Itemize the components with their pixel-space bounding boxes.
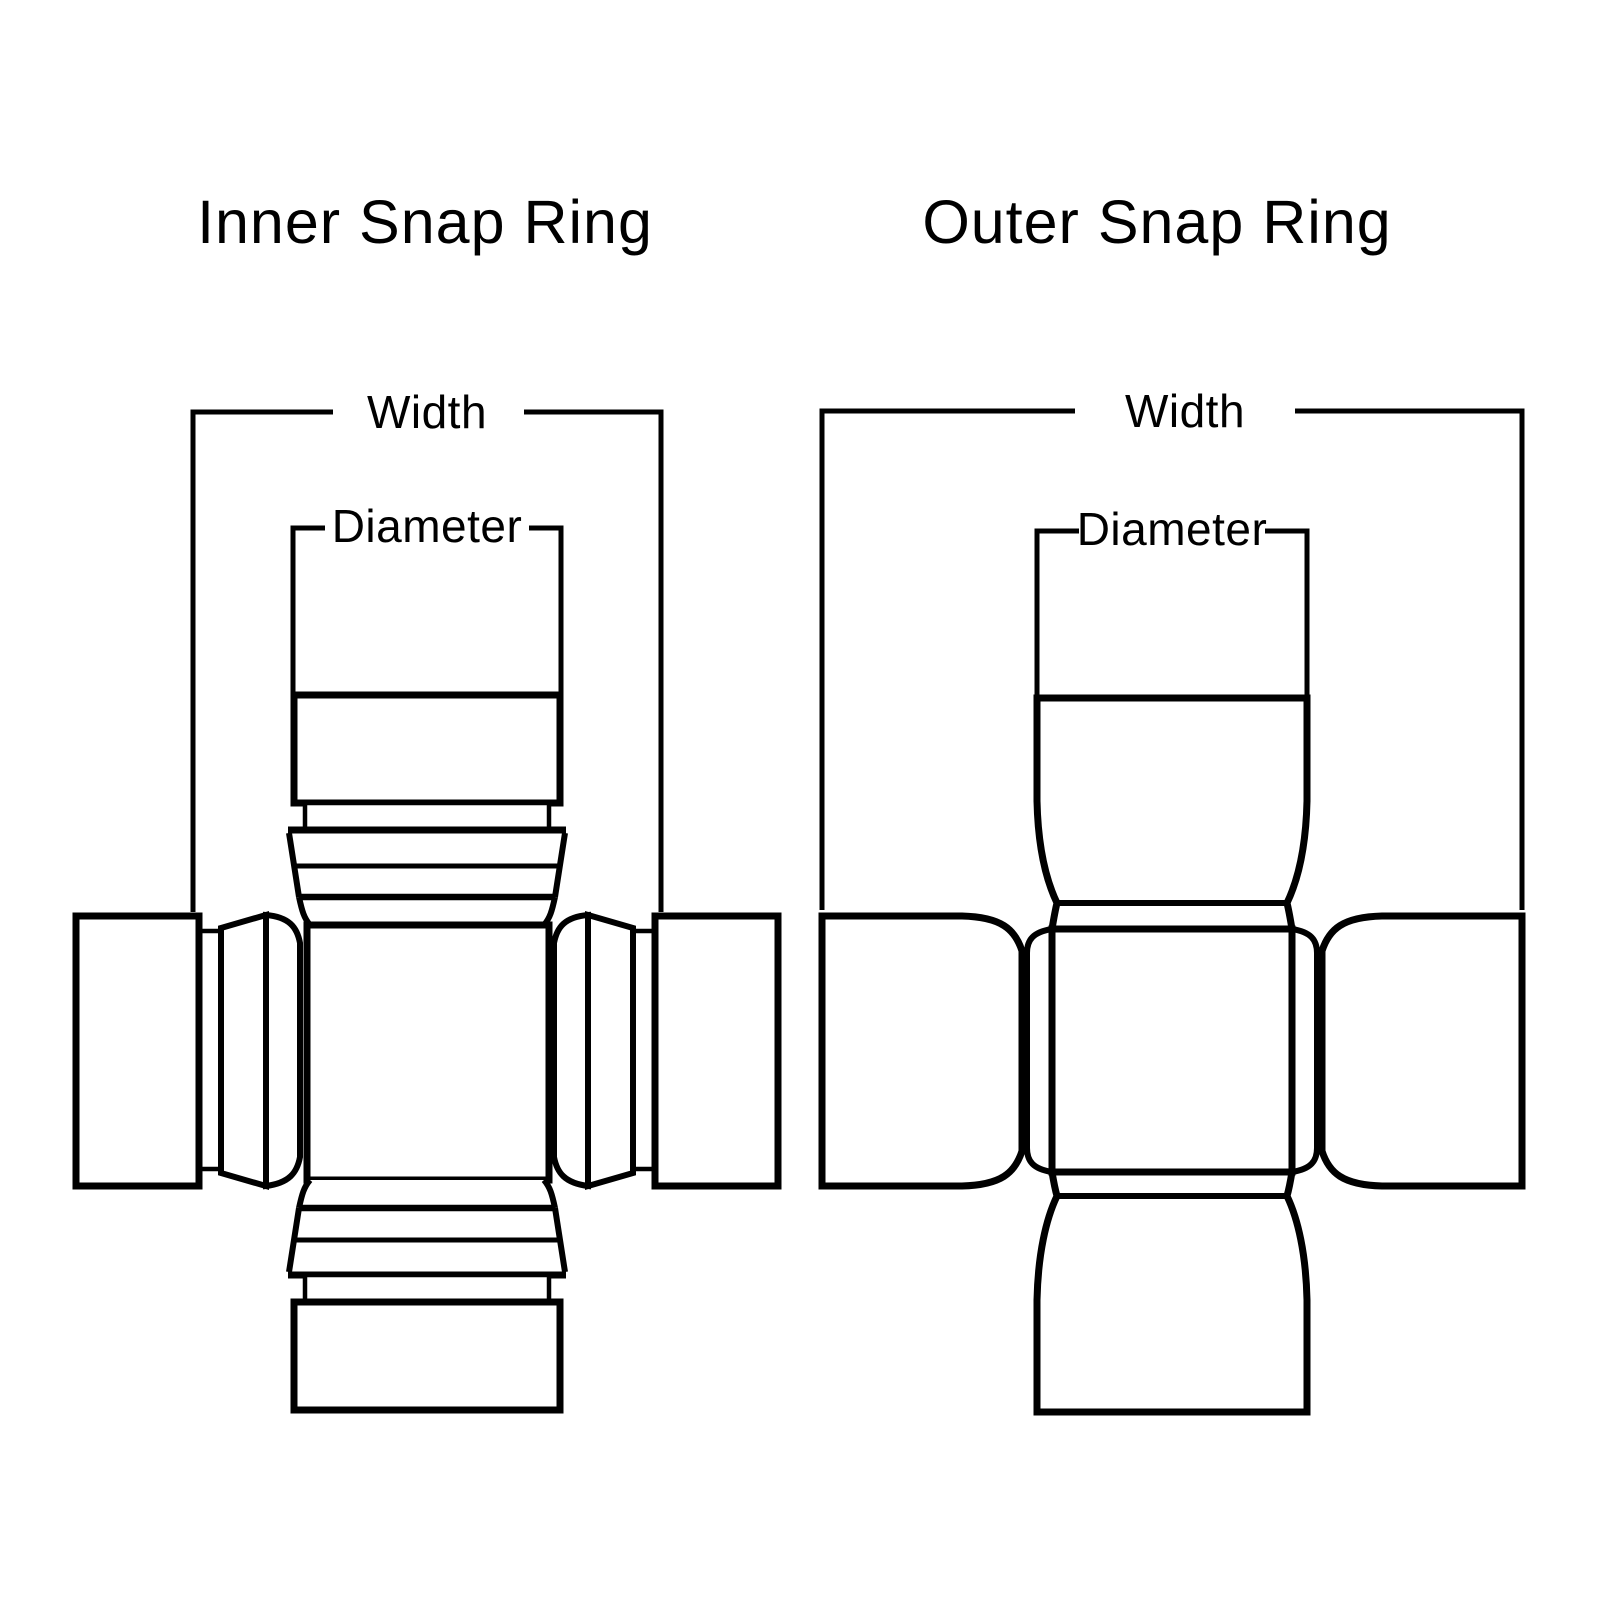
inner-diameter-label: Diameter: [332, 500, 523, 552]
outer-width-dimension-line-left: [819, 408, 1075, 910]
inner-diameter-dimension-line-left: [290, 525, 325, 700]
outer-width-label: Width: [1125, 385, 1245, 437]
outer-right-cap-foot: [1291, 926, 1320, 1175]
inner-top-snap-ring-groove-band: [302, 800, 552, 833]
inner-bottom-bearing-cap: [290, 1298, 564, 1414]
inner-top-cap-skirt-fill: [288, 830, 566, 925]
outer-top-bearing-cap: [1033, 694, 1311, 933]
inner-snap-ring-diagram: Inner Snap Ring Width Diameter: [72, 188, 782, 1414]
inner-width-dimension-line-left: [190, 409, 333, 912]
inner-left-cap-flare: [263, 911, 303, 1190]
outer-diameter-dimension-line-right: [1265, 528, 1310, 700]
outer-bottom-bearing-cap: [1033, 1168, 1311, 1416]
outer-width-dimension-line-right: [1295, 408, 1525, 910]
inner-right-cap-flare: [551, 911, 591, 1190]
outer-snap-ring-diagram: Outer Snap Ring Width Diameter: [818, 188, 1526, 1416]
inner-right-cap-step-lines: [633, 928, 655, 1172]
outer-left-cap-foot: [1024, 926, 1053, 1175]
inner-left-snap-ring-groove-band: [218, 911, 269, 1190]
inner-bottom-cap-skirt-fill: [288, 1180, 566, 1275]
inner-left-bearing-cap: [72, 912, 203, 1190]
inner-width-dimension-line-right: [524, 409, 664, 912]
outer-diagram-title: Outer Snap Ring: [922, 188, 1391, 256]
outer-right-bearing-cap: [1318, 912, 1526, 1190]
outer-diameter-dimension-line-left: [1034, 528, 1079, 700]
inner-bottom-snap-ring-groove-band: [302, 1272, 552, 1305]
inner-right-snap-ring-groove-band: [585, 911, 636, 1190]
inner-top-bearing-cap: [290, 691, 564, 807]
inner-diagram-title: Inner Snap Ring: [197, 188, 653, 256]
inner-left-cap-step-lines: [199, 928, 221, 1172]
inner-width-label: Width: [367, 386, 487, 438]
inner-cross-body: [303, 921, 553, 1184]
outer-left-bearing-cap: [818, 912, 1026, 1190]
outer-cross-body: [1048, 925, 1296, 1176]
inner-top-cap-skirt: [286, 826, 568, 927]
inner-right-bearing-cap: [651, 912, 782, 1190]
inner-diameter-dimension-line-right: [529, 525, 564, 700]
outer-diameter-label: Diameter: [1077, 503, 1268, 555]
